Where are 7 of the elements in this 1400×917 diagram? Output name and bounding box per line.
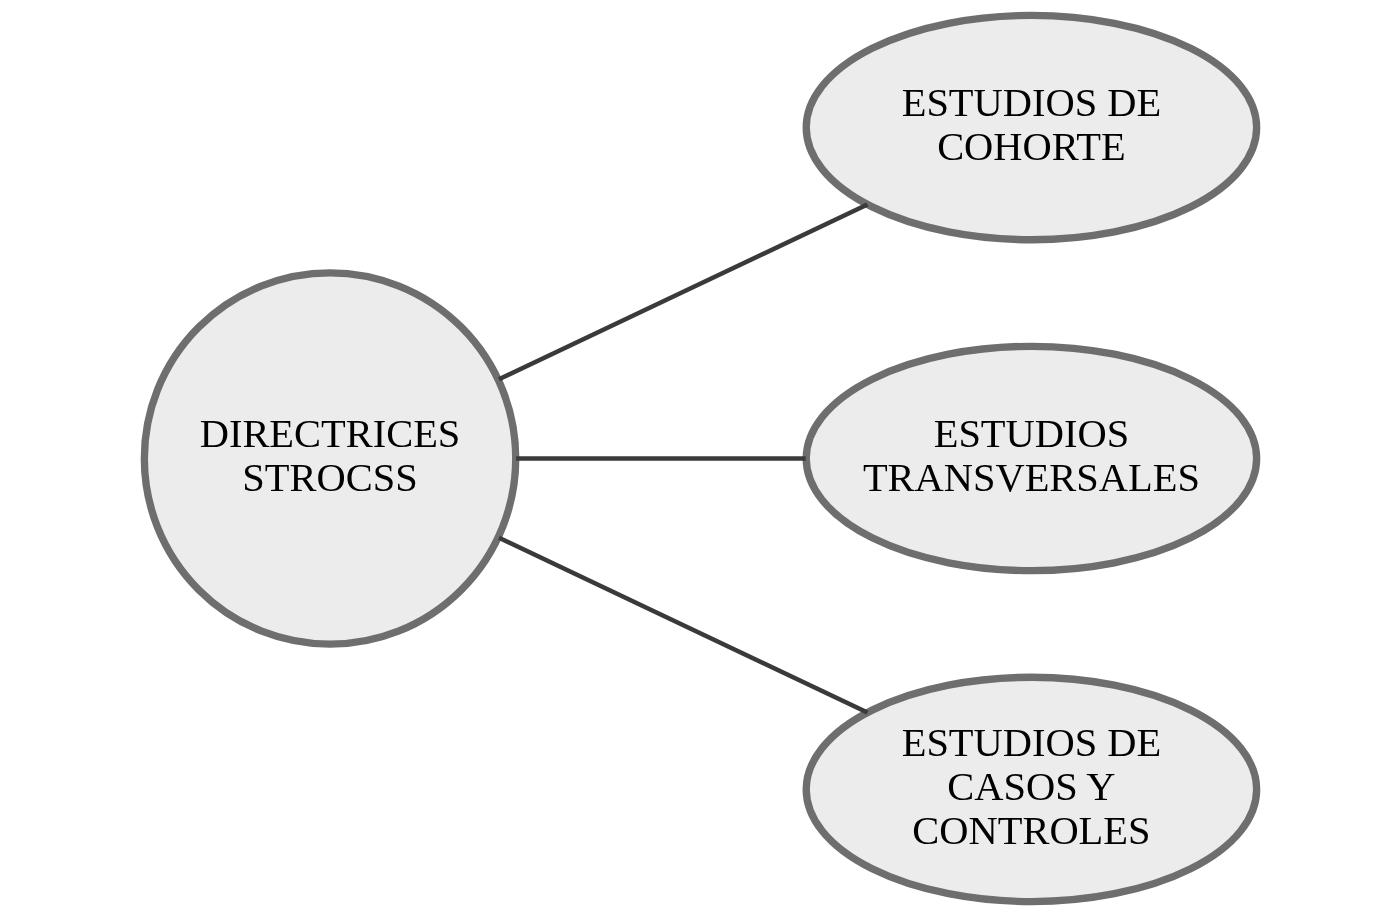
node-ellipse: ESTUDIOS DE COHORTE	[802, 11, 1260, 244]
node-circle: DIRECTRICES STROCSS	[140, 269, 519, 648]
connector	[497, 202, 868, 382]
connector	[515, 456, 806, 461]
node-ellipse: ESTUDIOS TRANSVERSALES	[802, 342, 1260, 575]
node-ellipse: ESTUDIOS DE CASOS Y CONTROLES	[802, 673, 1260, 906]
connector	[497, 535, 868, 715]
